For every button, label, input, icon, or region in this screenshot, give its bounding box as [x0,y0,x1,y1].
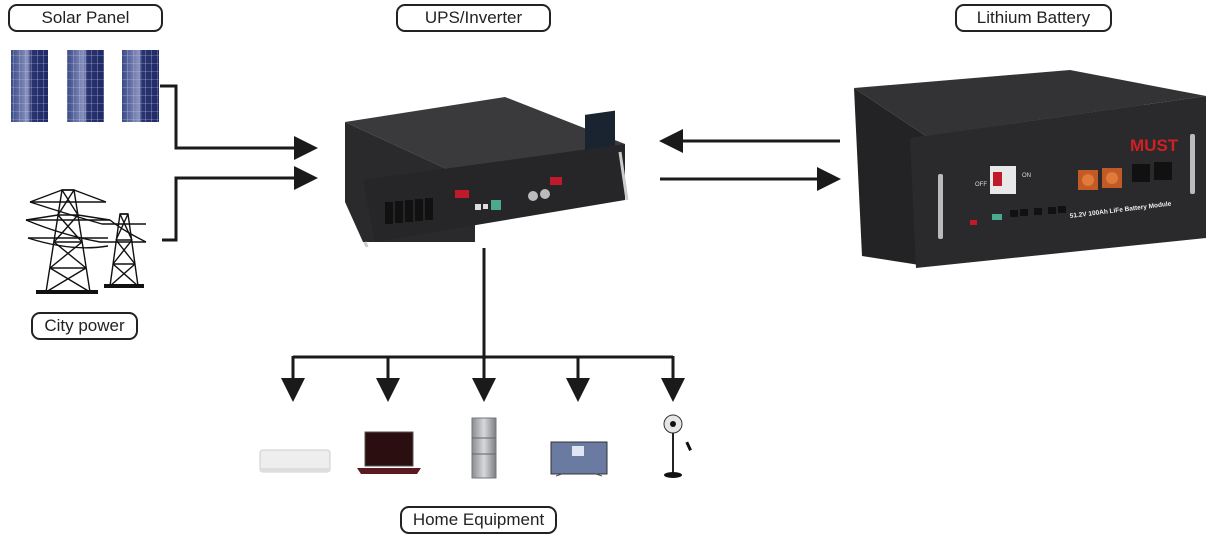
lithium-battery-device: MUST OFF ON 51.2V 100Ah LiFe Battery Mod… [854,70,1206,268]
negative-terminal-2 [1154,162,1172,180]
ups-lcd-screen [585,110,615,150]
solar-panel-label: Solar Panel [8,4,163,32]
battery-rj45-ports [1010,206,1066,217]
ups-inverter-device [345,97,629,247]
svg-text:OFF: OFF [975,182,987,188]
svg-text:ON: ON [1022,173,1031,179]
right-handle [1190,134,1195,194]
ups-comm-port [491,200,501,210]
power-pylons-icon [25,189,147,294]
air-conditioner-icon [259,449,331,473]
left-handle [938,174,943,239]
solar-panel-3 [122,50,159,122]
negative-terminal-1 [1132,164,1150,182]
city-to-ups-arrow [162,166,318,242]
city-power-label: City power [31,312,138,340]
standing-fan-icon [663,414,692,478]
ups-inverter-label: UPS/Inverter [396,4,551,32]
solar-to-ups-arrow [160,84,318,160]
ups-power-switch [455,190,469,198]
refrigerator-icon [471,417,497,479]
solar-panel-2 [67,50,104,122]
lithium-battery-label: Lithium Battery [955,4,1112,32]
ups-breakers [385,198,433,224]
home-equipment-label: Home Equipment [400,506,557,534]
solar-panels-icon [11,50,159,122]
solar-panel-1 [11,50,48,122]
laptop-icon [357,431,421,474]
television-icon [550,441,608,477]
battery-brand-logo: MUST [1130,136,1179,155]
